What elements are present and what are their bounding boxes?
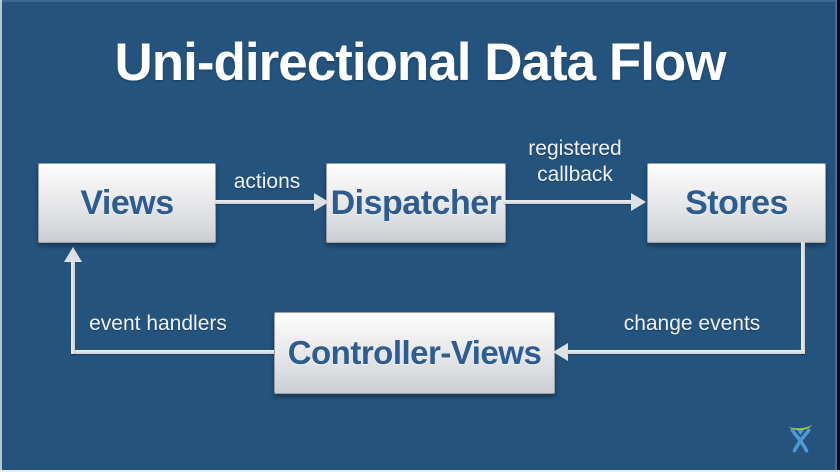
arrow-controller-views-to-views-horizontal	[71, 350, 274, 354]
node-dispatcher: Dispatcher	[326, 163, 506, 243]
slide-top-edge	[0, 0, 840, 2]
edge-label-actions: actions	[233, 170, 301, 193]
arrow-stores-to-controller-views-horizontal	[567, 350, 805, 354]
edge-label-event-handlers: event handlers	[89, 312, 227, 335]
slide-bottom-edge	[0, 470, 840, 472]
node-controller-views: Controller-Views	[274, 312, 555, 394]
node-stores-label: Stores	[685, 183, 788, 222]
node-controller-views-label: Controller-Views	[287, 334, 542, 371]
slide-right-edge	[837, 0, 840, 472]
arrow-views-to-dispatcher-line	[215, 200, 316, 204]
slide-left-edge	[0, 0, 2, 472]
node-views: Views	[38, 163, 216, 243]
node-views-label: Views	[80, 183, 174, 222]
node-dispatcher-label: Dispatcher	[330, 183, 502, 222]
arrow-controller-views-to-views-vertical	[71, 261, 75, 354]
arrow-views-to-dispatcher-head	[314, 193, 329, 211]
edge-label-registered-callback: registered callback	[528, 137, 622, 186]
slide-right-inner-edge	[835, 0, 837, 472]
slide-title: Uni-directional Data Flow	[114, 33, 726, 92]
arrow-controller-views-to-views-head	[64, 247, 82, 262]
arrow-stores-to-controller-views-head	[553, 343, 568, 361]
atlassian-logo-icon	[788, 424, 813, 453]
arrow-dispatcher-to-stores-head	[631, 193, 646, 211]
node-stores: Stores	[647, 163, 826, 243]
edge-label-change-events: change events	[623, 312, 761, 335]
arrow-stores-to-controller-views-vertical	[801, 242, 805, 354]
arrow-dispatcher-to-stores-line	[504, 200, 633, 204]
